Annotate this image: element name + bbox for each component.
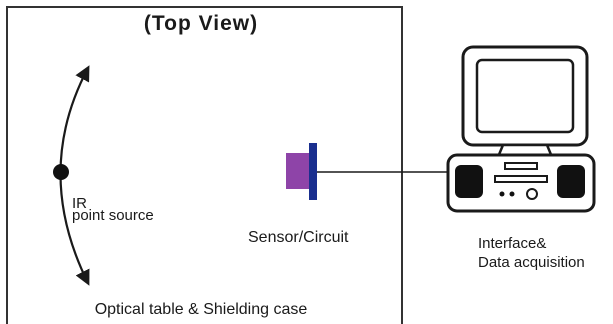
indicator-light-2 xyxy=(509,191,515,197)
computer-label-line2: Data acquisition xyxy=(478,254,585,271)
diagram-title: (Top View) xyxy=(143,12,259,35)
disk-slot-top xyxy=(504,162,538,170)
enclosure-label: Optical table & Shielding case xyxy=(94,301,308,318)
left-speaker xyxy=(455,165,483,198)
sensor-body xyxy=(286,153,309,189)
sensor-plate xyxy=(309,143,317,200)
monitor-screen xyxy=(475,58,575,134)
computer-icon xyxy=(446,45,596,213)
right-speaker xyxy=(557,165,585,198)
computer-label-line1: Interface& xyxy=(478,235,547,252)
sensor-label: Sensor/Circuit xyxy=(248,229,349,246)
ir-point-source-dot xyxy=(53,164,69,180)
shielding-case-box xyxy=(6,6,403,324)
indicator-light-1 xyxy=(499,191,505,197)
disk-slot-middle xyxy=(494,175,548,183)
power-button xyxy=(526,188,538,200)
ir-source-label-line2: point source xyxy=(72,207,154,224)
ir-source-label-line1: IR xyxy=(72,195,87,212)
